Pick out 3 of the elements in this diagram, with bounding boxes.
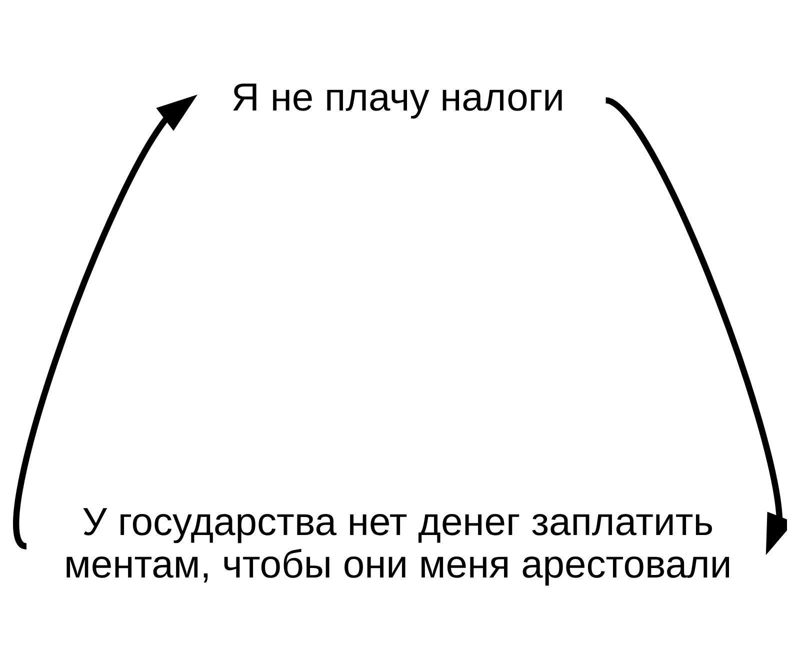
node-text: У государства нет денег заплатить ментам, чтобы они меня арестовали — [64, 500, 732, 586]
node-text: Я не плачу налоги — [231, 76, 564, 119]
arrow — [604, 97, 787, 555]
